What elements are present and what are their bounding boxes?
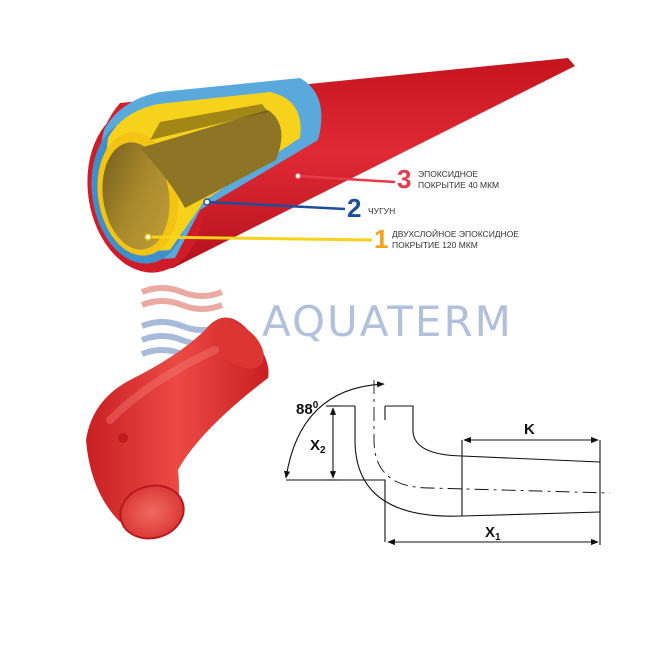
layer-3-number: 3 bbox=[397, 164, 411, 194]
callout-2-line bbox=[206, 200, 346, 211]
drawing-elbow-inner bbox=[354, 406, 601, 517]
x2-label: X2 bbox=[310, 437, 326, 456]
elbow-boss bbox=[118, 433, 128, 443]
drawing-elbow-outer bbox=[385, 405, 601, 463]
drawing-socket bbox=[336, 479, 386, 542]
brand-logo: AQUATERM bbox=[140, 285, 513, 361]
brand-name: AQUATERM bbox=[262, 297, 513, 346]
elbow-highlight bbox=[106, 346, 219, 424]
elbow-top-opening bbox=[212, 321, 264, 369]
layer-3-line2: ПОКРЫТИЕ 40 МКМ bbox=[418, 180, 499, 190]
pipe-bore-inner bbox=[140, 110, 282, 208]
drawing-labels: 880 X2 K X1 bbox=[296, 400, 535, 543]
pipe-bore bbox=[102, 142, 170, 250]
x1-label: X1 bbox=[485, 524, 501, 543]
layer-1-line1: ДВУХСЛОЙНОЕ ЭПОКСИДНОЕ bbox=[392, 228, 519, 239]
pipe-bore-shadow bbox=[150, 104, 268, 140]
elbow-render bbox=[86, 317, 269, 540]
layer-3-line1: ЭПОКСИДНОЕ bbox=[418, 169, 478, 179]
pipe-cutaway bbox=[87, 58, 575, 273]
layer-1-line2: ПОКРЫТИЕ 120 МКМ bbox=[392, 240, 478, 250]
callout-1-dot bbox=[144, 233, 152, 241]
layer-2-line1: ЧУГУН bbox=[368, 206, 395, 216]
technical-drawing bbox=[284, 380, 611, 546]
elbow-bottom-rim bbox=[119, 484, 185, 540]
elbow-body bbox=[86, 317, 269, 535]
callout-2-dot bbox=[203, 198, 211, 206]
k-label: K bbox=[524, 421, 535, 438]
elbow-bottom-opening bbox=[120, 485, 184, 539]
callout-1-line bbox=[147, 235, 373, 242]
layer-labels: 3 ЭПОКСИДНОЕ ПОКРЫТИЕ 40 МКМ 2 ЧУГУН 1 Д… bbox=[347, 164, 519, 254]
callouts bbox=[144, 172, 396, 242]
layer-2-number: 2 bbox=[347, 193, 361, 223]
angle-label: 880 bbox=[296, 400, 319, 418]
callout-3-line bbox=[297, 174, 396, 184]
drawing-centerline bbox=[373, 380, 611, 494]
callout-3-dot bbox=[294, 172, 302, 180]
layer-1-number: 1 bbox=[374, 224, 388, 254]
angle-arc bbox=[284, 381, 385, 479]
